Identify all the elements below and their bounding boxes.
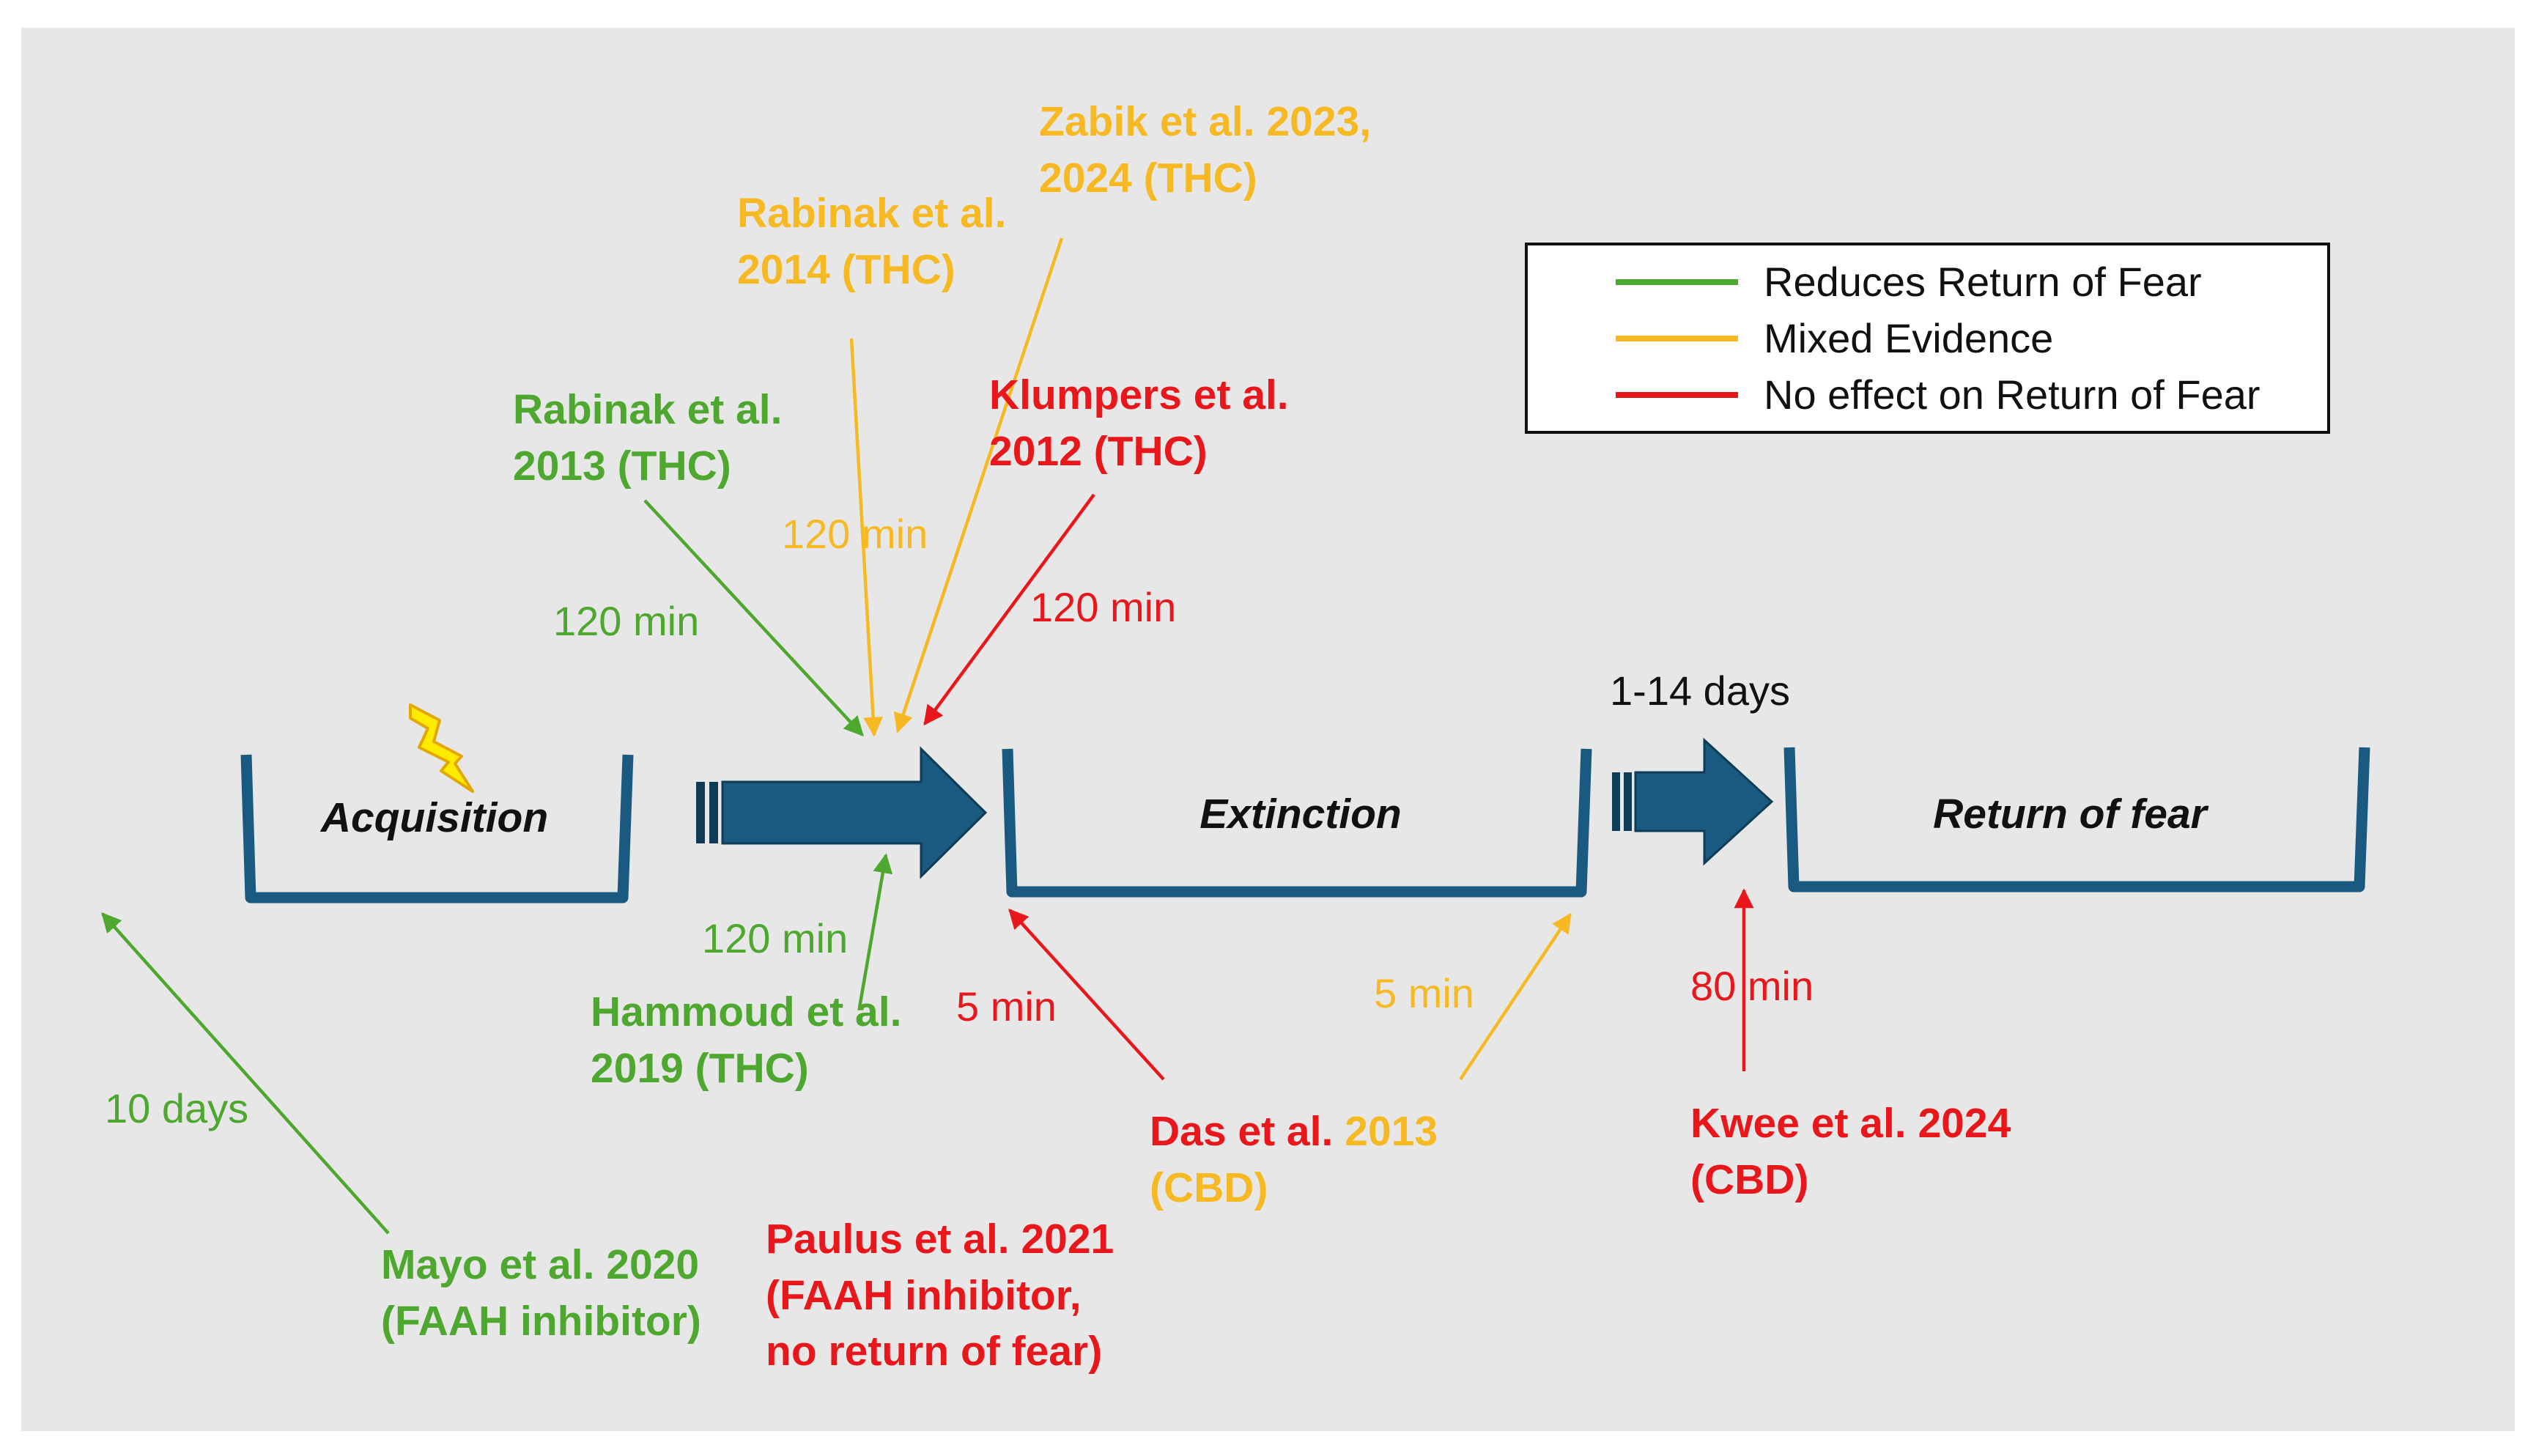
arrow-rabinak-2013 bbox=[643, 499, 864, 736]
citation-hammoud-2019: Hammoud et al. 2019 (THC) bbox=[591, 988, 913, 1092]
citation-rabinak-2013: Rabinak et al. 2013 (THC) bbox=[513, 386, 794, 489]
citation-paulus-2021: Paulus et al. 2021 (FAAH inhibitor, no r… bbox=[766, 1216, 1125, 1375]
extinction-to-return-arrow bbox=[1612, 737, 1774, 866]
phase-label-acquisition: Acquisition bbox=[319, 794, 548, 841]
timing-das-yellow: 5 min bbox=[1374, 970, 1474, 1016]
arrow-zabik bbox=[893, 237, 1064, 733]
arrow-hammoud-2019 bbox=[857, 853, 893, 1008]
legend-label-mixed: Mixed Evidence bbox=[1764, 315, 2053, 361]
citation-zabik: Zabik et al. 2023, 2024 (THC) bbox=[1039, 98, 1383, 202]
timing-hammoud-2019: 120 min bbox=[702, 915, 848, 961]
timing-klumpers-2012: 120 min bbox=[1030, 584, 1176, 630]
legend-label-reduces: Reduces Return of Fear bbox=[1764, 259, 2202, 305]
legend: Reduces Return of Fear Mixed Evidence No… bbox=[1525, 243, 2330, 434]
citation-das-2013: Das et al.2013 (CBD) bbox=[1150, 1108, 1449, 1211]
acquisition-bracket bbox=[240, 754, 634, 903]
lightning-bolt-icon bbox=[409, 703, 474, 793]
arrow-klumpers-2012 bbox=[923, 493, 1095, 726]
arrow-rabinak-2014 bbox=[849, 338, 884, 737]
citation-kwee-2024: Kwee et al. 2024 (CBD) bbox=[1690, 1100, 2022, 1203]
legend-label-no-effect: No effect on Return of Fear bbox=[1764, 372, 2260, 418]
background-panel bbox=[21, 28, 2515, 1431]
acquisition-to-extinction-arrow bbox=[696, 746, 988, 879]
citation-klumpers-2012: Klumpers et al. 2012 (THC) bbox=[989, 372, 1300, 475]
timing-rabinak-2013: 120 min bbox=[553, 598, 699, 644]
timing-rabinak-2014: 120 min bbox=[782, 511, 928, 557]
arrow-das-yellow bbox=[1459, 912, 1572, 1081]
phase-label-extinction: Extinction bbox=[1199, 791, 1402, 838]
interval-days-label: 1-14 days bbox=[1610, 668, 1790, 714]
arrow-das-red bbox=[1008, 909, 1165, 1081]
timing-kwee-2024: 80 min bbox=[1690, 963, 1814, 1009]
citation-mayo-2020: Mayo et al. 2020 (FAAH inhibitor) bbox=[381, 1241, 711, 1345]
return-of-fear-bracket bbox=[1783, 747, 2370, 893]
extinction-bracket bbox=[1002, 748, 1592, 898]
phase-label-return-of-fear: Return of fear bbox=[1933, 791, 2209, 838]
timing-das-red: 5 min bbox=[956, 983, 1057, 1030]
timing-mayo-2020: 10 days bbox=[105, 1085, 248, 1131]
arrow-mayo-2020 bbox=[101, 912, 390, 1235]
citation-rabinak-2014: Rabinak et al. 2014 (THC) bbox=[737, 190, 1018, 293]
